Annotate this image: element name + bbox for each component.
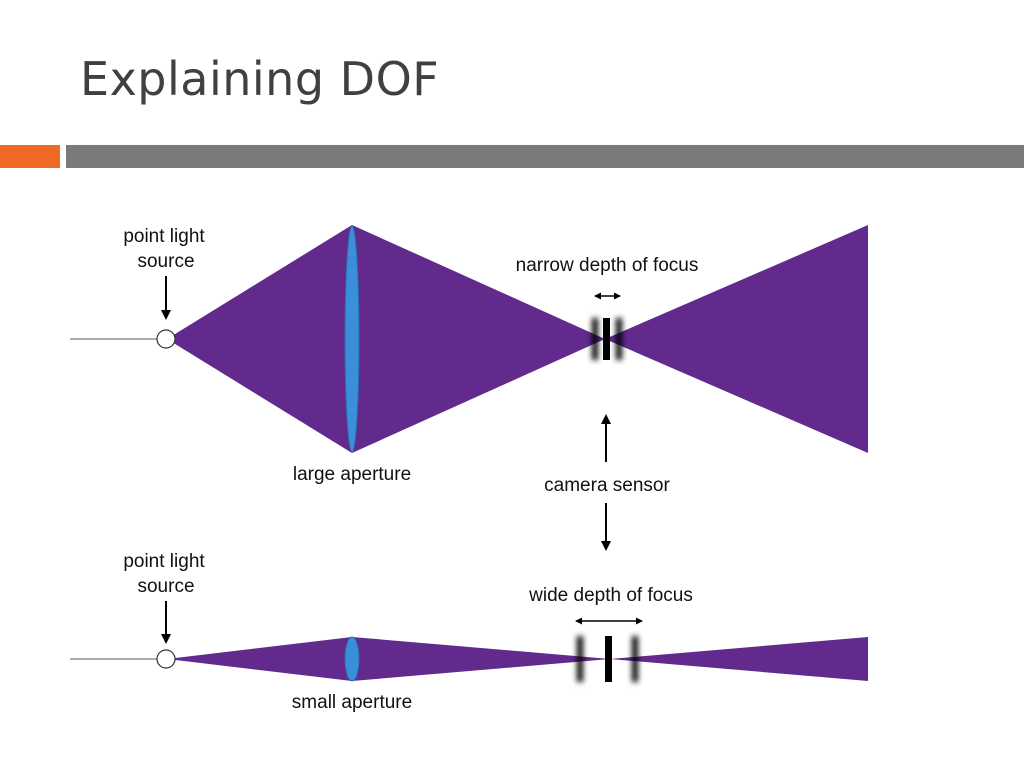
converging-light-cone xyxy=(167,225,605,453)
aperture-label: small aperture xyxy=(292,692,412,713)
sensor-label: camera sensor xyxy=(544,475,670,496)
large-aperture-diagram: point light source large aperture narrow… xyxy=(70,225,868,485)
point-light-source-icon xyxy=(156,649,176,669)
diverging-light-cone xyxy=(605,225,868,453)
converging-light-cone xyxy=(167,637,610,681)
camera-sensor-callout: camera sensor xyxy=(544,414,670,551)
large-lens-icon xyxy=(344,225,360,453)
title-divider-bar xyxy=(66,145,1024,168)
small-lens-icon xyxy=(344,636,360,682)
focus-label: wide depth of focus xyxy=(528,585,693,606)
blur-plane-front xyxy=(592,318,598,360)
point-light-source-icon xyxy=(156,329,176,349)
small-aperture-diagram: point light source small aperture wide d… xyxy=(70,551,868,713)
focus-label: narrow depth of focus xyxy=(516,255,699,276)
diverging-light-cone xyxy=(610,637,868,681)
source-label-line2: source xyxy=(137,576,194,597)
blur-plane-back xyxy=(616,318,622,360)
blur-plane-back xyxy=(632,636,638,682)
title-accent-bar xyxy=(0,145,60,168)
source-label-line2: source xyxy=(137,251,194,272)
aperture-label: large aperture xyxy=(293,464,411,485)
camera-sensor-icon xyxy=(603,318,610,360)
camera-sensor-icon xyxy=(605,636,612,682)
slide-title: Explaining DOF xyxy=(80,52,440,106)
source-label-line1: point light xyxy=(123,226,205,247)
blur-plane-front xyxy=(577,636,583,682)
source-label-line1: point light xyxy=(123,551,205,572)
